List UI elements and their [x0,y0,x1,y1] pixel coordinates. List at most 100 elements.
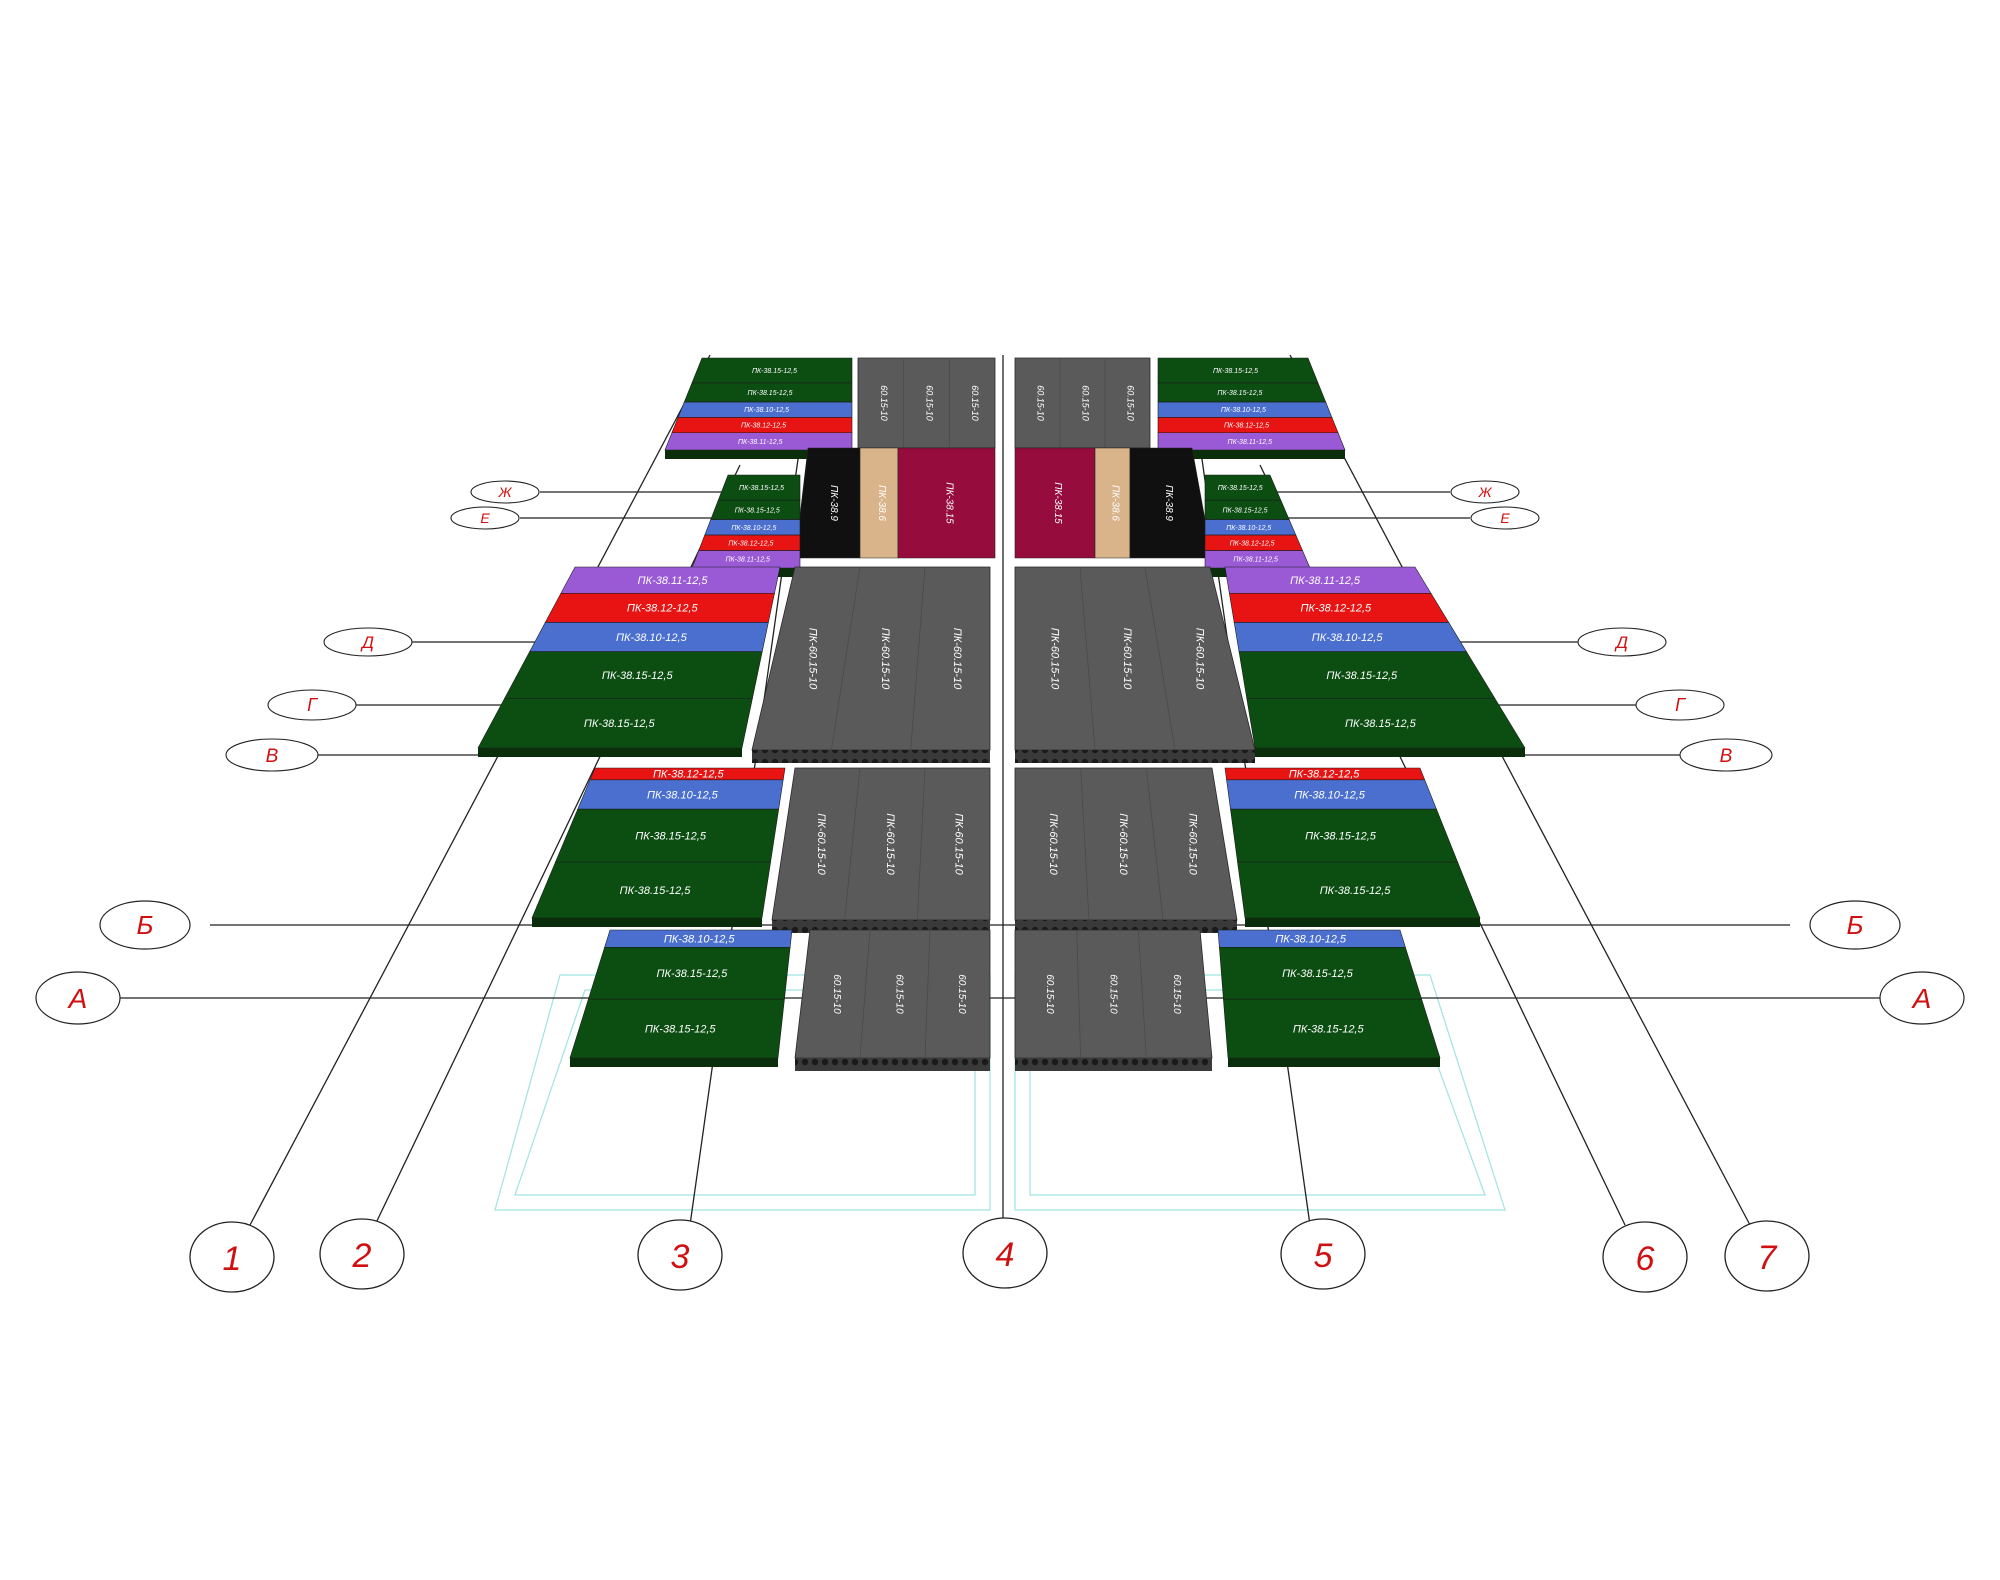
axis-label-7: 7 [1758,1239,1778,1277]
row-axis-g-right: Г [1635,689,1725,721]
strip-tan-left: ПК-38.6 [859,447,899,559]
slab-label: ПК-38.15-12,5 [1320,885,1392,897]
slab-label: ПК-38.15-12,5 [657,968,729,980]
slab-label: ПК-60.15-10 [1121,628,1133,690]
axis-label-d: Д [360,633,374,652]
axis-line-7 [1289,354,1751,1226]
row-axis-a-right: А [1879,971,1965,1025]
axis-bubble [1635,689,1725,721]
slab-label: ПК-38.15-12,5 [752,368,797,375]
slab-joint [1079,566,1096,751]
axis-label-4: 4 [996,1236,1015,1274]
slab-label: 60.15-10 [1081,385,1091,421]
axis-bubble [1602,1221,1688,1293]
slab-joint [916,767,926,921]
slab-label: ПК-38.10-12,5 [1221,407,1266,414]
hollow-core-edge [752,750,990,763]
hollow-core-edge [1015,1058,1212,1071]
axis-bubble [1470,506,1540,530]
slab-edge [665,450,852,459]
axis-label-b: Б [1847,910,1864,940]
slab-label: ПК-38.6 [876,485,887,521]
row-axis-e-left: Е [450,506,520,530]
slab-label: ПК-38.15-12,5 [1213,368,1258,375]
row-axis-d-right: Д [1577,627,1667,657]
slab-label: ПК-38.10-12,5 [616,632,688,644]
row-axis-a-left: А [35,971,121,1025]
slab-joint [1076,929,1082,1059]
slab-label: ПК-38.15-12,5 [1305,830,1377,842]
axis-label-zh: Ж [498,484,513,500]
slab-label: ПК-38.15-12,5 [584,718,656,730]
strip-maroon-right: ПК-38.15 [1014,447,1096,559]
slab-label: ПК-38.15-12,5 [748,390,793,397]
slab-label: ПК-38.15-12,5 [635,830,707,842]
axis-bubble [1879,971,1965,1025]
slab-label: ПК-38.12-12,5 [1300,603,1372,615]
axis-label-v: В [266,746,279,767]
slab-stack-top-left: ПК-38.15-12,5ПК-38.15-12,5ПК-38.10-12,5П… [664,357,853,459]
slab-stack-big-right: ПК-38.11-12,5ПК-38.12-12,5ПК-38.10-12,5П… [1224,566,1526,757]
slab-joint [924,929,931,1059]
slab-label: ПК-38.10-12,5 [1275,933,1347,945]
slab-label: ПК-60.15-10 [953,813,965,875]
strip-black-right: ПК-38.9 [1129,447,1213,559]
slab-label: ПК-60.15-10 [1117,813,1129,875]
slab-stack-bot-right: ПК-38.10-12,5ПК-38.15-12,5ПК-38.15-12,5 [1217,929,1441,1067]
axis-label-e: Е [1500,510,1510,526]
column-axis-2: 2 [319,1218,405,1290]
slab-label: ПК-38.10-12,5 [1312,632,1384,644]
slab-label: ПК-38.15-12,5 [1217,390,1262,397]
slab-label: ПК-38.15-12,5 [602,670,674,682]
slab-label: ПК-38.10-12,5 [1294,789,1366,801]
slab-label: 60.15-10 [956,974,967,1014]
axis-label-g: Г [307,695,318,715]
row-axis-v-right: В [1679,738,1773,772]
row-axis-g-left: Г [267,689,357,721]
column-axis-6: 6 [1602,1221,1688,1293]
slab-stack-low-right: ПК-38.12-12,5ПК-38.10-12,5ПК-38.15-12,5П… [1224,767,1481,927]
column-axis-1: 1 [189,1221,275,1293]
slab-label: ПК-38.10-12,5 [731,525,776,532]
slab-joint [859,929,871,1059]
slab-stack-upper-right: ПК-38.15-12,5ПК-38.15-12,5ПК-38.10-12,5П… [1204,474,1311,577]
axis-label-6: 6 [1636,1240,1655,1278]
slab-label: 60.15-10 [879,385,889,421]
slab-label: 60.15-10 [1171,974,1182,1014]
axis-label-v: В [1720,746,1733,767]
slab-stack-low-left: ПК-38.12-12,5ПК-38.10-12,5ПК-38.15-12,5П… [531,767,786,927]
slab-edge [1158,450,1345,459]
slab-label: ПК-38.10-12,5 [664,933,736,945]
slab-label: ПК-38.10-12,5 [744,407,789,414]
axis-bubble [962,1217,1048,1289]
slab-edge [570,1058,778,1067]
axis-bubble [189,1221,275,1293]
slab-label: ПК-38.15-12,5 [735,507,780,514]
row-axis-e-right: Е [1470,506,1540,530]
slab-edge [1255,748,1525,757]
slab-joint [830,566,861,751]
column-axis-bubbles: 1 2 3 4 5 6 7 [189,1217,1810,1293]
slab-edge [1245,918,1480,927]
slab-label: ПК-38.15-12,5 [1282,968,1354,980]
axis-label-3: 3 [671,1238,690,1276]
slab-joint [1144,566,1176,751]
slab-label: 60.15-10 [970,385,980,421]
axis-bubble [1809,900,1901,950]
slab-label: ПК-38.9 [1163,485,1174,521]
slab-label: ПК-38.12-12,5 [741,423,786,430]
slab-label: ПК-38.15-12,5 [739,485,784,492]
slab-label: ПК-38.15-12,5 [1326,670,1398,682]
slab-label: ПК-60.15-10 [879,628,891,690]
slab-label: 60.15-10 [925,385,935,421]
axis-bubble [323,627,413,657]
hollow-core-edge [1015,750,1255,763]
slab-label: 60.15-10 [1036,385,1046,421]
axis-label-b: Б [137,910,154,940]
slab-label: ПК-38.15 [944,482,955,524]
axis-label-a: А [1911,983,1932,1014]
slab-label: ПК-38.11-12,5 [1290,575,1361,587]
